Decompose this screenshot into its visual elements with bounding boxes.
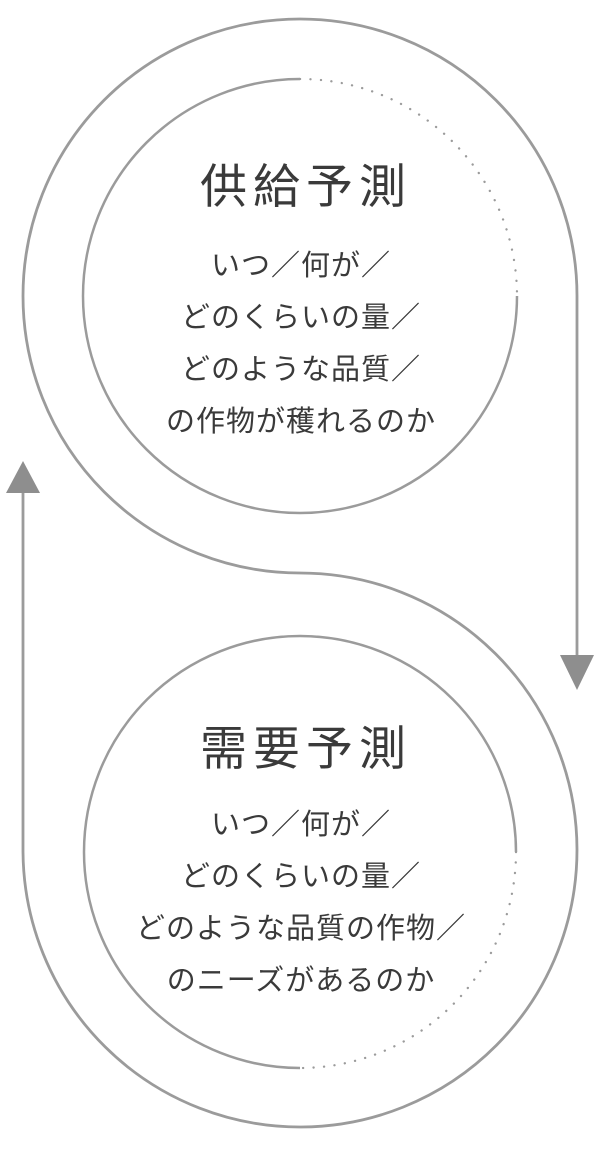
demand-circle-outline xyxy=(82,634,518,1070)
demand-circle-text: いつ／何が／ どのくらいの量／ どのような品質の作物／ のニーズがあるのか xyxy=(1,799,600,1007)
demand-circle-title: 需要予測 xyxy=(200,722,412,775)
supply-circle-outline xyxy=(81,77,519,515)
demand-text-line-4: のニーズがあるのか xyxy=(166,965,436,997)
cycle-loop-line xyxy=(21,17,579,1129)
supply-text-line-3: どのような品質／ xyxy=(180,354,421,386)
demand-text-line-3: どのような品質の作物／ xyxy=(135,913,466,945)
supply-circle-text: いつ／何が／ どのくらいの量／ どのような品質／ の作物が穫れるのか xyxy=(1,240,600,448)
supply-text-line-1: いつ／何が／ xyxy=(210,250,391,282)
arrow-down-icon xyxy=(560,655,594,690)
arrow-up-icon xyxy=(6,461,40,493)
supply-circle-title: 供給予測 xyxy=(200,160,412,213)
supply-text-line-4: の作物が穫れるのか xyxy=(165,406,436,438)
demand-text-line-1: いつ／何が／ xyxy=(210,809,391,841)
demand-text-line-2: どのくらいの量／ xyxy=(180,861,421,893)
supply-text-line-2: どのくらいの量／ xyxy=(180,302,421,334)
